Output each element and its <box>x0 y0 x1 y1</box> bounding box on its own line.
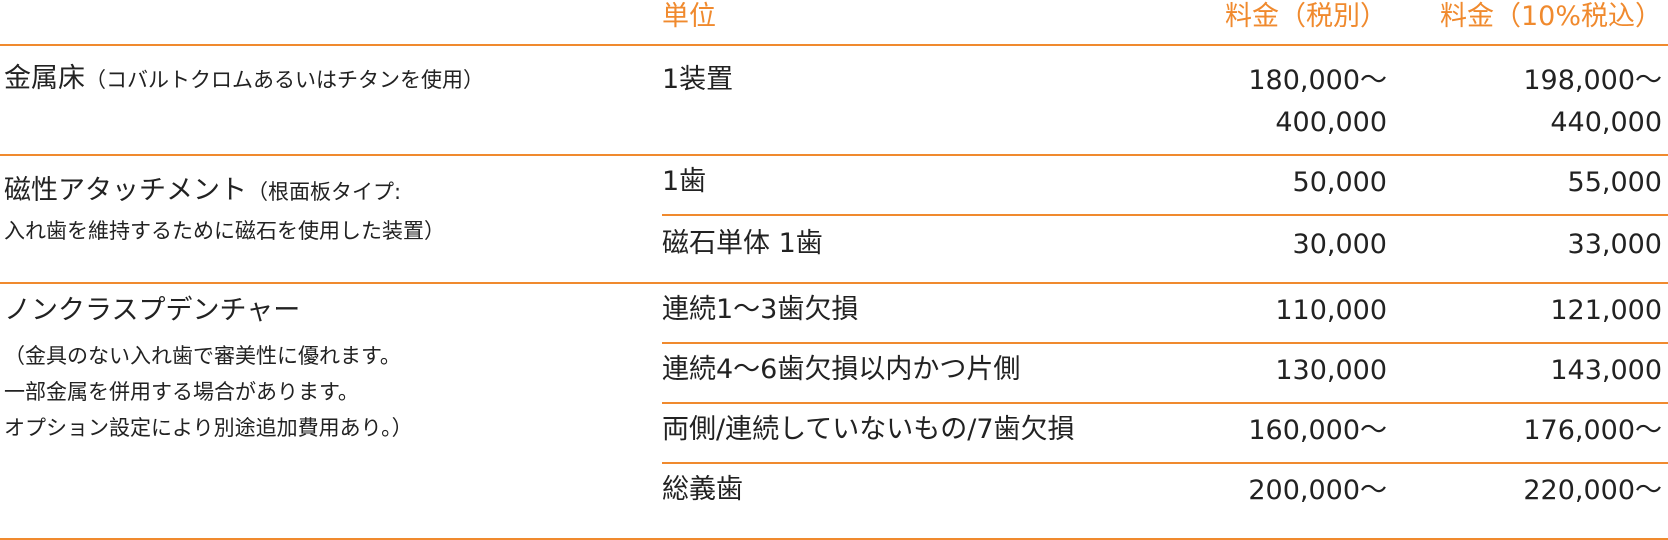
cell-price-with-tax: 198,000〜 440,000 <box>1523 65 1662 138</box>
header-price-pre-tax: 料金（税別） <box>1225 1 1387 32</box>
table-row: 1歯 50,000 55,000 <box>662 156 1668 216</box>
cell-price-pre-tax: 200,000〜 <box>1248 475 1387 506</box>
cell-price-with-tax: 143,000 <box>1550 355 1662 386</box>
item-name: 磁性アタッチメント（根面板タイプ: 入れ歯を維持するために磁石を使用した装置） <box>4 170 644 249</box>
cell-price-pre-tax: 160,000〜 <box>1248 415 1387 446</box>
cell-price-pre-tax: 130,000 <box>1275 355 1387 386</box>
table-row: 両側/連続していないもの/7歯欠損 160,000〜 176,000〜 <box>662 404 1668 464</box>
item-note-line-3: オプション設定により別途追加費用あり。） <box>4 416 413 440</box>
cell-price-with-tax: 220,000〜 <box>1523 475 1662 506</box>
item-title: ノンクラスプデンチャー <box>4 295 301 326</box>
item-note-line-1: （根面板タイプ: <box>247 180 402 204</box>
cell-price-pre-tax: 30,000 <box>1292 229 1387 260</box>
cell-unit: 磁石単体 1歯 <box>662 228 823 259</box>
item-note-line-2: 入れ歯を維持するために磁石を使用した装置） <box>4 219 445 243</box>
cell-price-with-tax: 55,000 <box>1567 167 1662 198</box>
table-row: 1装置 180,000〜 400,000 198,000〜 440,000 <box>662 46 1668 154</box>
header-unit: 単位 <box>662 1 716 32</box>
cell-price-with-tax: 33,000 <box>1567 229 1662 260</box>
table-header: 単位 料金（税別） 料金（10%税込） <box>0 0 1668 46</box>
item-name: ノンクラスプデンチャー （金具のない入れ歯で審美性に優れます。 一部金属を併用す… <box>4 292 644 446</box>
cell-price-pre-tax: 180,000〜 400,000 <box>1248 65 1387 138</box>
table-row: 磁石単体 1歯 30,000 33,000 <box>662 216 1668 282</box>
item-title: 磁性アタッチメント <box>4 175 247 206</box>
item-note-line-2: 一部金属を併用する場合があります。 <box>4 380 359 404</box>
table-row: 総義歯 200,000〜 220,000〜 <box>662 464 1668 538</box>
cell-unit: 1装置 <box>662 64 734 95</box>
header-price-with-tax: 料金（10%税込） <box>1439 1 1662 32</box>
group-metal-base: 金属床（コバルトクロムあるいはチタンを使用） 1装置 180,000〜 400,… <box>0 46 1668 156</box>
item-note: （コバルトクロムあるいはチタンを使用） <box>85 68 484 92</box>
cell-unit: 両側/連続していないもの/7歯欠損 <box>662 414 1075 445</box>
cell-price-with-tax: 176,000〜 <box>1523 415 1662 446</box>
group-nonclasp-denture: ノンクラスプデンチャー （金具のない入れ歯で審美性に優れます。 一部金属を併用す… <box>0 284 1668 540</box>
cell-unit: 総義歯 <box>662 474 743 505</box>
table-row: 連続1〜3歯欠損 110,000 121,000 <box>662 284 1668 344</box>
table-row: 連続4〜6歯欠損以内かつ片側 130,000 143,000 <box>662 344 1668 404</box>
item-title: 金属床 <box>4 63 85 94</box>
group-magnetic-attachment: 磁性アタッチメント（根面板タイプ: 入れ歯を維持するために磁石を使用した装置） … <box>0 156 1668 284</box>
cell-unit: 連続1〜3歯欠損 <box>662 294 859 325</box>
cell-unit: 連続4〜6歯欠損以内かつ片側 <box>662 354 1021 385</box>
cell-price-pre-tax: 50,000 <box>1292 167 1387 198</box>
cell-price-pre-tax: 110,000 <box>1275 295 1387 326</box>
item-note-line-1: （金具のない入れ歯で審美性に優れます。 <box>4 344 401 368</box>
cell-unit: 1歯 <box>662 166 707 197</box>
cell-price-with-tax: 121,000 <box>1550 295 1662 326</box>
item-name: 金属床（コバルトクロムあるいはチタンを使用） <box>4 60 644 99</box>
